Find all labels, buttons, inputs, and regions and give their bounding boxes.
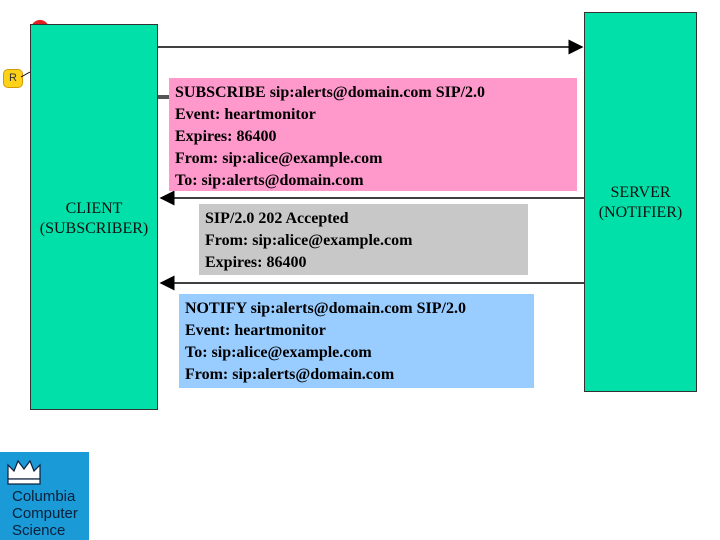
client-label-line1: CLIENT <box>65 200 123 217</box>
logo-line-1: Columbia <box>12 488 76 505</box>
crown-icon <box>7 459 41 485</box>
logo-line-2: Computer <box>12 505 78 522</box>
server-label: SERVER (NOTIFIER) <box>585 183 696 223</box>
notify-line-2: Event: heartmonitor <box>185 322 326 339</box>
accepted-line-1: SIP/2.0 202 Accepted <box>205 210 349 227</box>
subscribe-line-1: SUBSCRIBE sip:alerts@domain.com SIP/2.0 <box>175 84 486 101</box>
subscribe-line-4: From: sip:alice@example.com <box>175 150 383 167</box>
columbia-logo: Columbia Computer Science <box>0 452 89 540</box>
notify-line-3: To: sip:alice@example.com <box>185 344 372 361</box>
subscribe-message: SUBSCRIBE sip:alerts@domain.com SIP/2.0 … <box>169 78 577 191</box>
r-marker-icon: R <box>3 69 23 88</box>
notify-line-1: NOTIFY sip:alerts@domain.com SIP/2.0 <box>185 300 466 317</box>
accepted-line-2: From: sip:alice@example.com <box>205 232 413 249</box>
client-box: CLIENT (SUBSCRIBER) <box>30 24 158 410</box>
server-label-line2: (NOTIFIER) <box>598 204 683 221</box>
subscribe-line-3: Expires: 86400 <box>175 128 277 145</box>
subscribe-line-5: To: sip:alerts@domain.com <box>175 172 364 189</box>
logo-text: Columbia Computer Science <box>12 488 78 539</box>
notify-message: NOTIFY sip:alerts@domain.com SIP/2.0 Eve… <box>179 294 534 388</box>
server-box: SERVER (NOTIFIER) <box>584 12 697 392</box>
server-label-line1: SERVER <box>610 184 671 201</box>
logo-line-3: Science <box>12 522 66 539</box>
accepted-line-3: Expires: 86400 <box>205 254 307 271</box>
client-label: CLIENT (SUBSCRIBER) <box>31 199 157 239</box>
notify-line-4: From: sip:alerts@domain.com <box>185 366 395 383</box>
r-connector-line <box>20 71 31 78</box>
client-label-line2: (SUBSCRIBER) <box>39 220 149 237</box>
subscribe-line-2: Event: heartmonitor <box>175 106 316 123</box>
accepted-message: SIP/2.0 202 Accepted From: sip:alice@exa… <box>199 204 528 275</box>
